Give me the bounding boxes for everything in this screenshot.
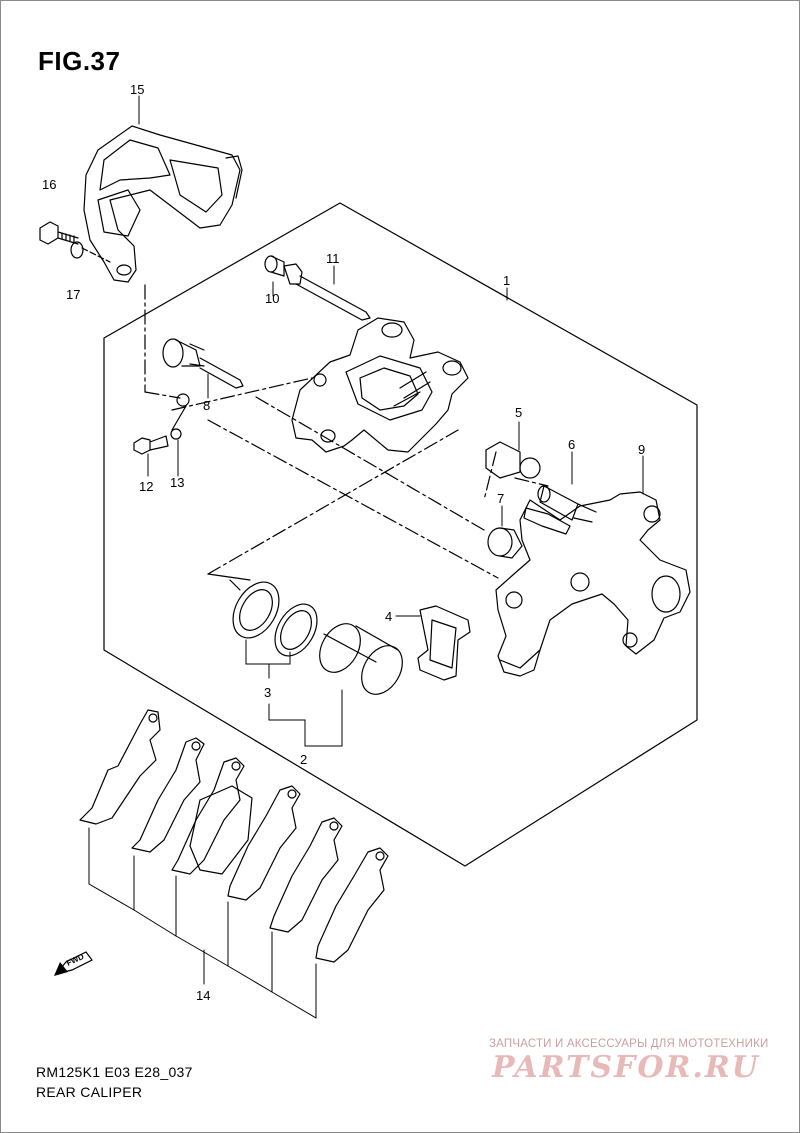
callout-9: 9 — [638, 442, 645, 457]
part-15-guard — [83, 125, 243, 283]
part-8-slide-pin — [162, 338, 244, 389]
callout-10: 10 — [265, 291, 279, 306]
part-9-bracket — [495, 491, 691, 677]
callout-7: 7 — [497, 491, 504, 506]
callout-17: 17 — [66, 287, 80, 302]
watermark-tagline: ЗАПЧАСТИ И АКСЕССУАРЫ ДЛЯ МОТОТЕХНИКИ — [489, 1038, 769, 1050]
alignment-lines — [144, 284, 549, 579]
part-16-bolt — [39, 221, 79, 245]
callout-14: 14 — [196, 988, 210, 1003]
part-5-boot — [485, 441, 541, 479]
callout-1: 1 — [503, 273, 510, 288]
callout-16: 16 — [42, 177, 56, 192]
callout-13: 13 — [170, 475, 184, 490]
caliper-body — [291, 317, 469, 453]
callout-numbers: 15 16 17 1 11 10 8 12 13 5 6 9 7 4 3 2 1… — [42, 82, 645, 1003]
fwd-arrow-icon: FWD — [54, 951, 93, 976]
part-11-pin — [283, 263, 371, 321]
callout-11: 11 — [326, 251, 340, 266]
part-13-cap — [170, 393, 190, 440]
callout-4: 4 — [385, 609, 392, 624]
assembly-outline — [103, 202, 698, 867]
callout-5: 5 — [515, 405, 522, 420]
part-2-piston — [319, 623, 403, 695]
callout-2: 2 — [300, 752, 307, 767]
part-3-seals — [232, 581, 318, 657]
part-17-washer — [70, 241, 84, 259]
figure-title: FIG.37 — [38, 46, 121, 76]
part-7-boot — [487, 527, 523, 559]
leader-lines — [88, 95, 644, 1019]
callout-8: 8 — [203, 398, 210, 413]
watermark-logo: PARTSFOR.RU — [492, 1050, 760, 1085]
part-10-boot — [264, 255, 285, 277]
footer-part-name: REAR CALIPER — [36, 1084, 143, 1100]
part-14-pads — [79, 709, 389, 963]
callout-12: 12 — [139, 479, 153, 494]
part-12-bleeder — [133, 435, 169, 455]
footer-model-code: RM125K1 E03 E28_037 — [36, 1064, 193, 1080]
part-4-spring — [417, 605, 471, 681]
callout-6: 6 — [568, 437, 575, 452]
piston-frame — [207, 573, 251, 591]
callout-3: 3 — [264, 685, 271, 700]
callout-15: 15 — [130, 82, 144, 97]
